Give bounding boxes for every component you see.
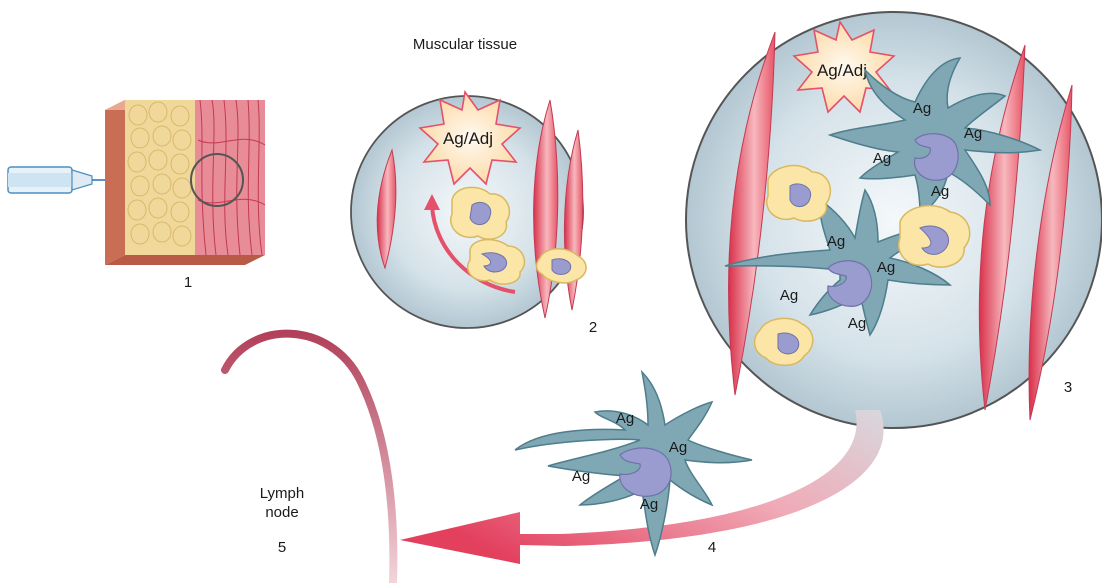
tissue-block xyxy=(105,100,265,265)
macrophage-cell xyxy=(899,206,970,267)
antigen-label: Ag xyxy=(848,315,866,332)
antigen-label: Ag xyxy=(913,100,931,117)
injection-panel: 1 xyxy=(8,100,265,291)
step-number-5: 5 xyxy=(278,539,286,556)
lymph-node-label-line1: Lymph xyxy=(260,485,304,502)
antigen-label: Ag xyxy=(780,287,798,304)
step-number-1: 1 xyxy=(184,274,192,291)
muscular-tissue-title: Muscular tissue xyxy=(413,36,517,53)
antigen-label: Ag xyxy=(873,150,891,167)
lymph-node-outline xyxy=(225,334,393,583)
antigen-label: Ag xyxy=(877,259,895,276)
antigen-adjuvant-label: Ag/Adj xyxy=(817,61,867,80)
step-number-3: 3 xyxy=(1064,379,1072,396)
antigen-label: Ag xyxy=(616,410,634,427)
step-number-2: 2 xyxy=(589,319,597,336)
antigen-label: Ag xyxy=(669,439,687,456)
macrophage-cell xyxy=(767,166,831,222)
antigen-label: Ag xyxy=(640,496,658,513)
lymph-node-label-line2: node xyxy=(265,504,298,521)
lymph-node-panel: Lymph node 5 xyxy=(225,334,393,583)
dendritic-activation-panel: Ag/Adj Ag Ag Ag Ag Ag Ag Ag Ag xyxy=(686,12,1102,428)
step-number-4: 4 xyxy=(708,539,716,556)
antigen-label: Ag xyxy=(827,233,845,250)
antigen-label: Ag xyxy=(572,468,590,485)
antigen-label: Ag xyxy=(964,125,982,142)
muscular-tissue-panel: Muscular tissue Ag/Adj xyxy=(351,36,597,336)
antigen-label: Ag xyxy=(931,183,949,200)
antigen-adjuvant-label: Ag/Adj xyxy=(443,129,493,148)
